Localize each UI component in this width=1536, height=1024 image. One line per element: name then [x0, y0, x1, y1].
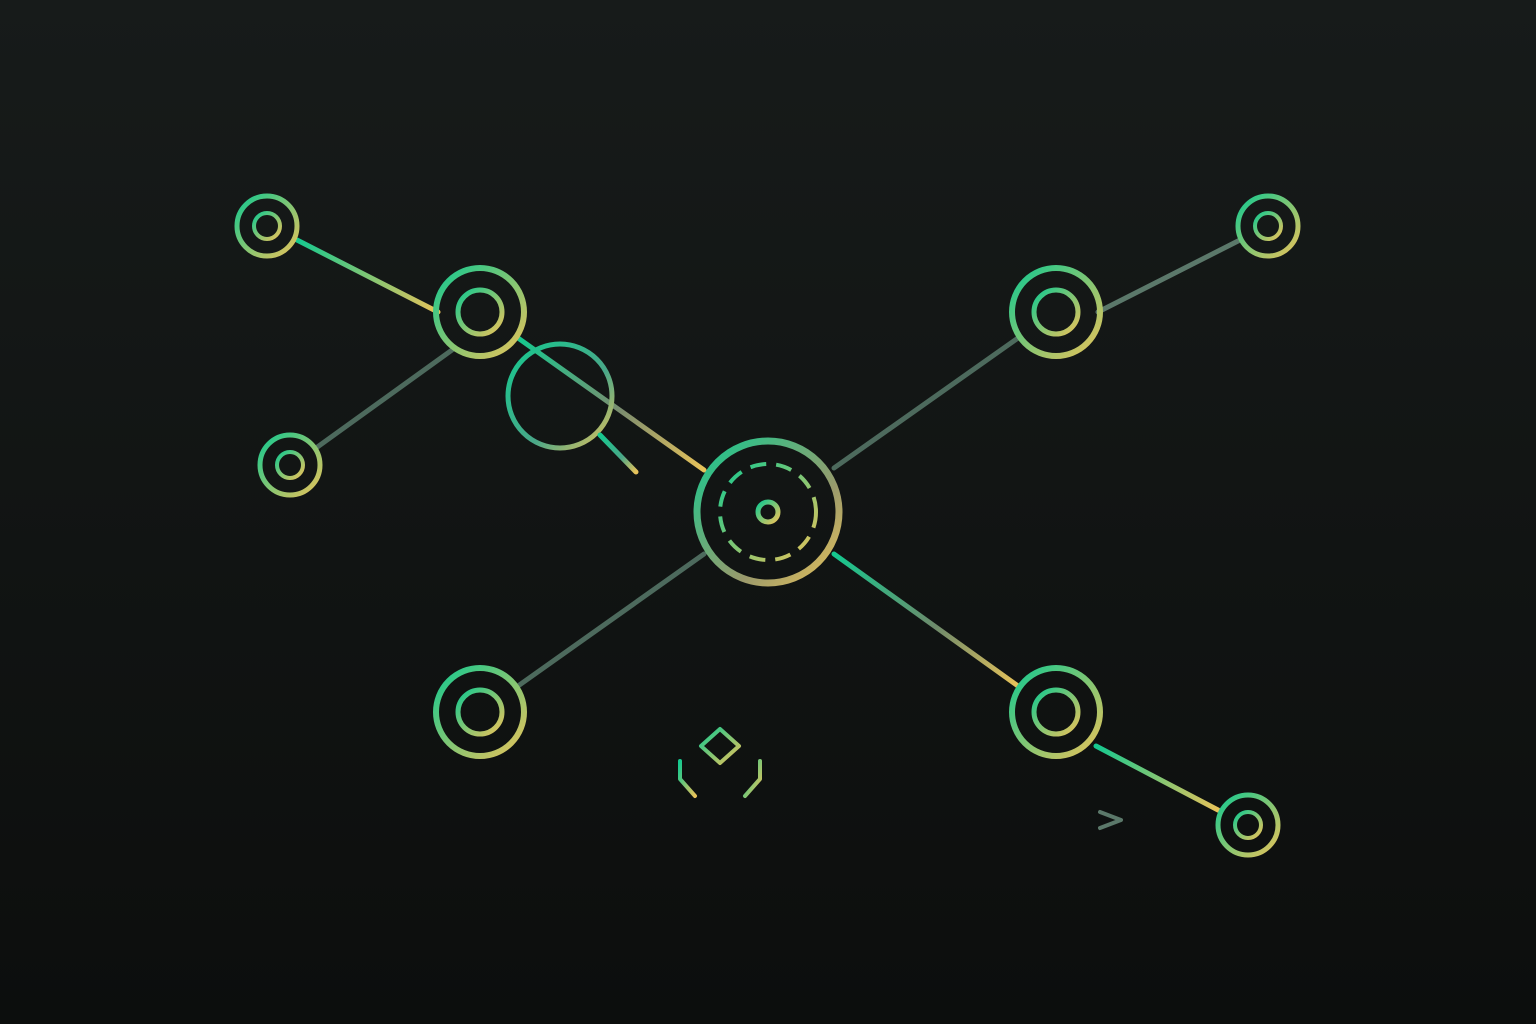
node-left-small	[257, 432, 323, 498]
node-outer-ring	[433, 665, 527, 759]
link-lower-right-small	[1093, 743, 1221, 813]
node-inner-ring	[455, 287, 505, 337]
node-inner-ring	[455, 687, 505, 737]
link-upper-right-small	[1095, 237, 1243, 315]
link-left-small	[313, 347, 455, 451]
node-outer-ring	[1235, 193, 1301, 259]
node-upper-right-primary	[1009, 265, 1103, 359]
links-layer	[294, 237, 1243, 813]
nodes-layer	[234, 193, 1301, 858]
diamond-shape	[699, 727, 741, 765]
hub-outer-ring	[693, 437, 843, 587]
code-bracket-diamond-icon	[678, 727, 762, 798]
link-hub-lower-left	[515, 551, 707, 689]
node-inner-ring	[252, 211, 282, 241]
link-upper-left-small	[294, 237, 441, 315]
node-inner-ring	[1253, 211, 1283, 241]
node-lower-right-small	[1215, 792, 1281, 858]
node-inner-ring	[1233, 810, 1263, 840]
node-outer-ring	[234, 193, 300, 259]
search-icon-lens	[505, 341, 615, 451]
hub-dashed-ring	[718, 462, 818, 562]
link-hub-lower-right	[831, 551, 1021, 689]
node-outer-ring	[1009, 665, 1103, 759]
node-inner-ring	[275, 450, 305, 480]
node-upper-left-small	[234, 193, 300, 259]
left-bracket	[678, 759, 697, 798]
node-inner-ring	[1031, 287, 1081, 337]
node-outer-ring	[1215, 792, 1281, 858]
search-icon-handle	[597, 432, 639, 475]
node-lower-left-primary	[433, 665, 527, 759]
node-inner-ring	[1031, 687, 1081, 737]
right-bracket	[743, 759, 762, 798]
node-upper-left-primary	[433, 265, 527, 359]
hub-core	[755, 499, 781, 525]
chevron-right-icon	[1098, 810, 1123, 830]
node-outer-ring	[257, 432, 323, 498]
node-upper-right-small	[1235, 193, 1301, 259]
node-outer-ring	[433, 265, 527, 359]
node-outer-ring	[1009, 265, 1103, 359]
hub-node	[693, 437, 843, 587]
search-icon	[505, 341, 639, 475]
link-hub-upper-right	[831, 335, 1021, 471]
node-lower-right-primary	[1009, 665, 1103, 759]
icons-layer	[505, 341, 1123, 830]
